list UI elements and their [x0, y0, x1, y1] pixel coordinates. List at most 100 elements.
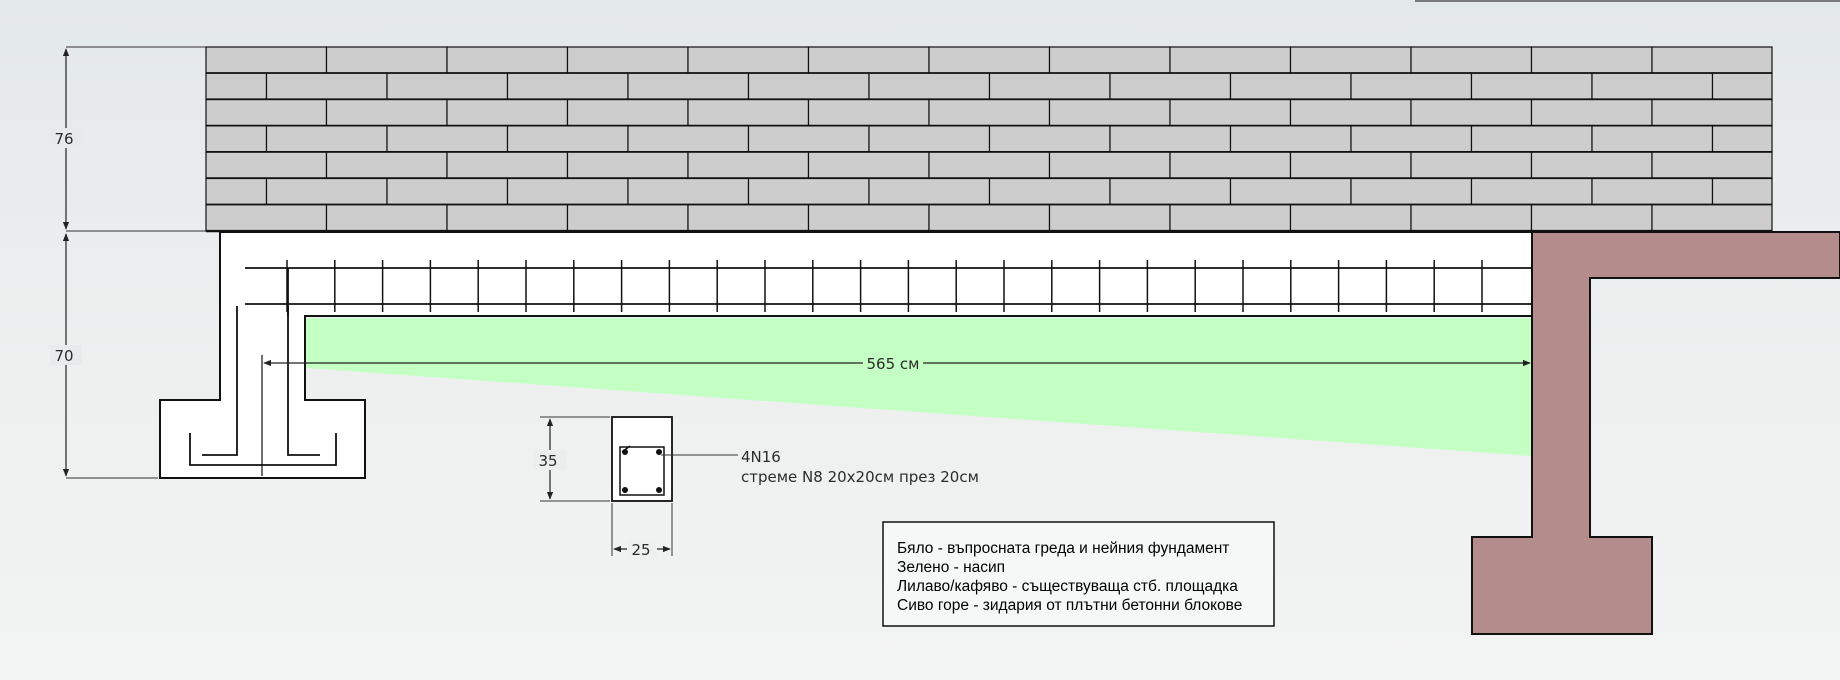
legend-line-white: Бяло - въпросната греда и нейния фундаме…	[897, 540, 1229, 557]
existing-slab	[1471, 231, 1840, 635]
masonry-block	[205, 204, 328, 232]
masonry-block	[988, 72, 1111, 101]
masonry-block	[205, 125, 268, 153]
masonry-block	[446, 204, 569, 232]
masonry-block	[868, 177, 991, 206]
legend-line-green: Зелено - насип	[897, 559, 1005, 576]
masonry-block	[1169, 46, 1292, 74]
masonry-block	[1651, 98, 1773, 127]
masonry-block	[747, 125, 870, 153]
masonry-block	[807, 98, 930, 127]
masonry-block	[265, 72, 388, 101]
masonry-block	[446, 46, 569, 74]
masonry-block	[928, 151, 1051, 180]
foundation-bar-left	[202, 306, 238, 456]
masonry-block	[1530, 46, 1653, 74]
masonry-block	[1350, 177, 1473, 206]
masonry-block	[205, 72, 268, 101]
masonry-block	[747, 177, 870, 206]
masonry-block	[1591, 177, 1714, 206]
masonry-block	[1289, 98, 1412, 127]
masonry-block	[1229, 72, 1352, 101]
masonry-block	[386, 125, 509, 153]
masonry-block	[1109, 177, 1232, 206]
masonry-block	[1169, 151, 1292, 180]
dim-section-height-label: 35	[538, 452, 557, 470]
masonry-block	[687, 151, 810, 180]
masonry-block	[205, 151, 328, 180]
legend-line-mauve: Лилаво/кафяво - съществуваща стб. площад…	[897, 578, 1238, 595]
masonry-block	[747, 72, 870, 101]
dim-span-label: 565 см	[867, 355, 920, 373]
masonry-block	[627, 125, 750, 153]
masonry-block	[205, 98, 328, 127]
masonry-block	[566, 204, 689, 232]
masonry-block	[386, 72, 509, 101]
masonry-block	[627, 177, 750, 206]
section-outline	[611, 416, 673, 502]
masonry-block	[1591, 125, 1714, 153]
masonry-block	[1229, 177, 1352, 206]
dim-76-label-bg	[50, 128, 82, 148]
masonry-block	[446, 98, 569, 127]
masonry-block	[265, 125, 388, 153]
masonry-block	[1530, 204, 1653, 232]
legend-line-gray: Сиво горе - зидария от плътни бетонни бл…	[897, 597, 1242, 614]
masonry-block	[506, 125, 629, 153]
masonry-block	[205, 46, 328, 74]
masonry-block	[1289, 46, 1412, 74]
masonry-block	[1048, 204, 1171, 232]
masonry-block	[205, 177, 268, 206]
masonry-block	[1651, 204, 1773, 232]
masonry-block	[928, 46, 1051, 74]
foundation-bottom-bar	[189, 433, 337, 466]
dim-section-width-label: 25	[631, 541, 650, 559]
masonry-block	[807, 204, 930, 232]
masonry-block	[446, 151, 569, 180]
masonry-block	[566, 151, 689, 180]
masonry-block	[928, 204, 1051, 232]
section-bars-note: 4N16	[741, 448, 781, 466]
dim-25-label-bg	[627, 539, 657, 559]
rebar-dot	[656, 487, 662, 493]
masonry-block	[1410, 204, 1533, 232]
masonry-block	[1169, 98, 1292, 127]
rebar-dot	[622, 449, 628, 455]
masonry-block	[1410, 46, 1533, 74]
masonry-block	[868, 72, 991, 101]
masonry-block	[687, 204, 810, 232]
masonry-block	[265, 177, 388, 206]
masonry-block	[566, 98, 689, 127]
masonry-block	[988, 125, 1111, 153]
masonry-block	[988, 177, 1111, 206]
masonry-block	[1530, 151, 1653, 180]
dim-wall-height-label: 76	[54, 130, 73, 148]
dim-beam-height-label: 70	[54, 347, 73, 365]
masonry-block	[1470, 125, 1593, 153]
masonry-block	[1651, 46, 1773, 74]
masonry-block	[928, 98, 1051, 127]
masonry-block	[1651, 151, 1773, 180]
embankment-fill	[305, 318, 1532, 456]
masonry-block	[1470, 177, 1593, 206]
masonry-block	[1410, 151, 1533, 180]
dim-span-label-bg	[863, 352, 923, 374]
masonry-block	[868, 125, 991, 153]
section-stirrups-note: стреме N8 20х20см през 20см	[741, 468, 979, 486]
masonry-block	[807, 46, 930, 74]
masonry-block	[566, 46, 689, 74]
masonry-block	[325, 204, 448, 232]
masonry-block	[1169, 204, 1292, 232]
masonry-block	[627, 72, 750, 101]
masonry-block	[1229, 125, 1352, 153]
masonry-block	[1591, 72, 1714, 101]
masonry-block	[1711, 72, 1773, 101]
masonry-block	[687, 46, 810, 74]
masonry-wall	[205, 46, 1773, 233]
rebar-dot	[656, 449, 662, 455]
masonry-block	[325, 151, 448, 180]
masonry-block	[1410, 98, 1533, 127]
masonry-block	[1470, 72, 1593, 101]
